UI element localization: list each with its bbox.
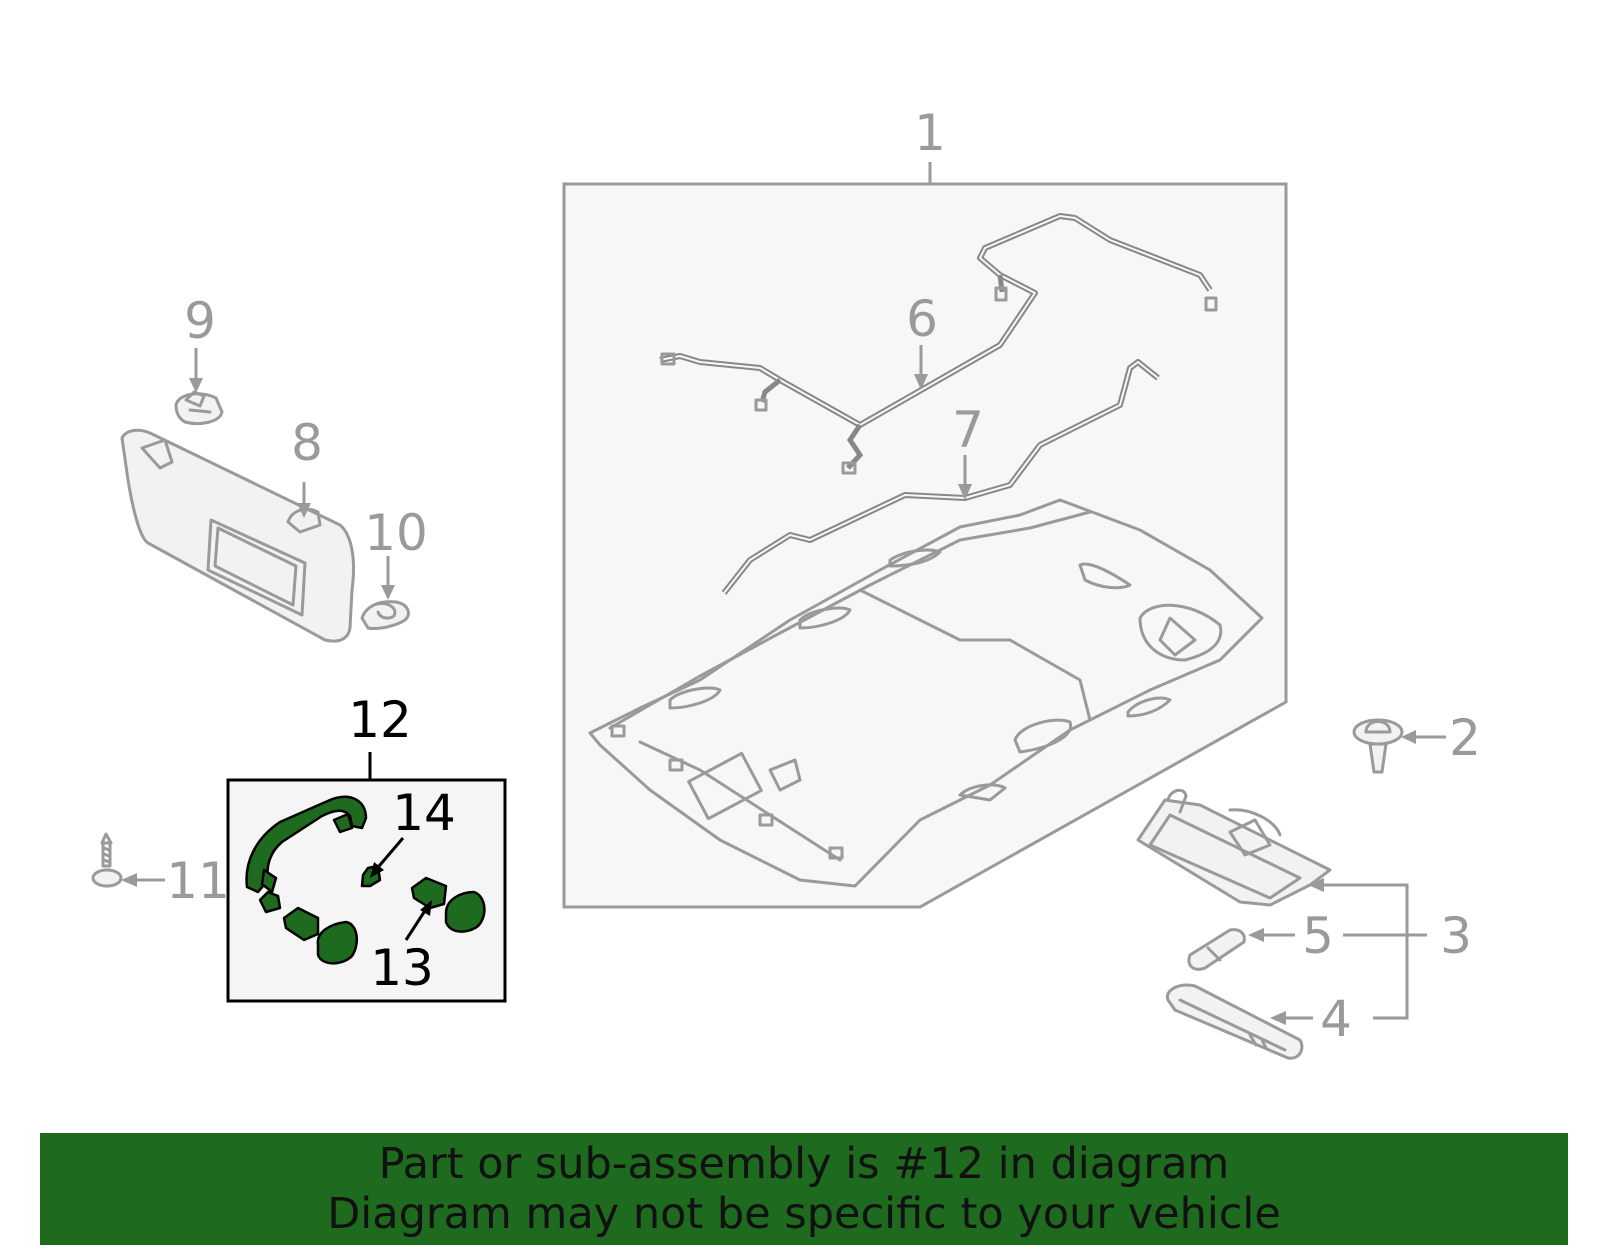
callout-7: 7 (952, 401, 984, 459)
dome-lamp-assembly[interactable] (1136, 788, 1332, 907)
callout-4: 4 (1320, 990, 1352, 1048)
callout-11: 11 (166, 852, 230, 910)
callout-14: 14 (392, 784, 456, 842)
roof-harness[interactable] (659, 213, 1218, 475)
connector (994, 286, 1008, 302)
callout-12: 12 (348, 691, 412, 749)
callout-8: 8 (291, 414, 323, 472)
connector (841, 461, 857, 475)
screw[interactable] (91, 832, 123, 888)
callout-13: 13 (370, 939, 434, 997)
callout-9: 9 (184, 292, 216, 350)
connector (1204, 296, 1218, 312)
lamp-lens[interactable] (1165, 983, 1304, 1060)
connector (754, 398, 768, 412)
connector (660, 352, 676, 366)
rear-harness[interactable] (721, 359, 1160, 595)
callout-3: 3 (1440, 907, 1472, 965)
grab-handle-assembly[interactable] (226, 778, 507, 1003)
callout-6: 6 (906, 290, 938, 348)
callout-1: 1 (914, 104, 946, 162)
push-clip[interactable] (1352, 718, 1404, 774)
callout-2: 2 (1449, 709, 1481, 767)
callout-10: 10 (364, 504, 428, 562)
info-banner-background (40, 1133, 1568, 1245)
banner-line-1: Part or sub-assembly is #12 in diagram (378, 1139, 1230, 1189)
banner-line-2: Diagram may not be specific to your vehi… (327, 1189, 1281, 1239)
visor-clip[interactable] (360, 600, 410, 630)
headliner-assembly[interactable] (562, 162, 1288, 909)
info-banner: Part or sub-assembly is #12 in diagram D… (40, 1133, 1568, 1245)
callout-5: 5 (1302, 907, 1334, 965)
visor-retainer[interactable] (174, 390, 224, 426)
bulb[interactable] (1187, 928, 1246, 971)
